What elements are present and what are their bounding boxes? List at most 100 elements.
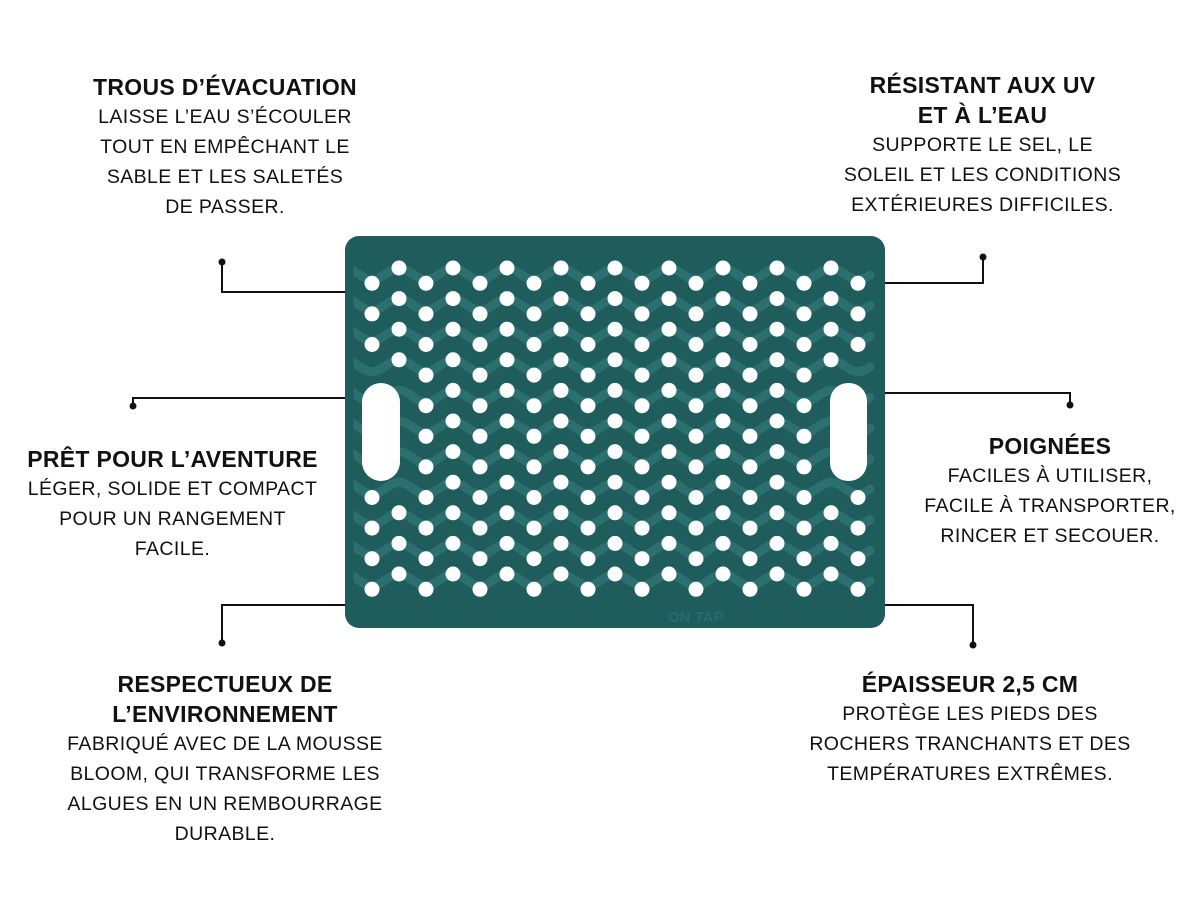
callout-drain-holes: TROUS D’ÉVACUATION LAISSE L’EAU S’ÉCOULE… <box>60 72 390 222</box>
drain-hole <box>445 291 461 307</box>
drain-hole <box>688 306 704 322</box>
drain-hole <box>634 459 650 475</box>
drain-hole <box>553 505 569 521</box>
drain-hole <box>364 490 380 505</box>
right-handle <box>830 383 867 481</box>
drain-hole <box>742 459 758 475</box>
drain-hole <box>634 551 650 567</box>
drain-hole <box>418 306 434 322</box>
drain-hole <box>445 352 461 368</box>
drain-hole <box>823 535 839 551</box>
drain-hole <box>526 459 542 475</box>
drain-hole <box>445 444 461 460</box>
drain-hole <box>472 459 488 475</box>
drain-hole <box>553 444 569 460</box>
leader-dot <box>979 253 987 261</box>
drain-hole <box>553 291 569 307</box>
drain-hole <box>742 490 758 505</box>
drain-hole <box>364 306 380 322</box>
drain-hole <box>499 505 515 521</box>
drain-hole <box>499 535 515 551</box>
drain-hole <box>850 581 866 597</box>
drain-hole <box>607 444 623 460</box>
drain-hole <box>796 490 812 505</box>
drain-hole <box>364 337 380 352</box>
drain-hole <box>499 321 515 337</box>
drain-hole <box>580 459 596 475</box>
drain-hole <box>553 352 569 368</box>
callout-line: DE PASSER. <box>165 196 285 218</box>
drain-hole <box>769 505 785 521</box>
drain-hole <box>445 321 461 337</box>
drain-hole <box>661 291 677 307</box>
drain-hole <box>742 337 758 352</box>
drain-hole <box>418 428 434 444</box>
callout-line: PROTÈGE LES PIEDS DES <box>842 703 1098 725</box>
callout-line: FABRIQUÉ AVEC DE LA MOUSSE <box>67 733 383 755</box>
drain-hole <box>796 459 812 475</box>
drain-hole <box>796 367 812 383</box>
leader-dot <box>218 639 226 647</box>
drain-hole <box>445 535 461 551</box>
left-handle <box>362 383 400 481</box>
callout-adventure: PRÊT POUR L’AVENTURE LÉGER, SOLIDE ET CO… <box>0 444 345 564</box>
drain-hole <box>688 581 704 597</box>
drain-hole <box>607 291 623 307</box>
drain-hole <box>715 474 731 490</box>
drain-hole <box>418 490 434 505</box>
drain-hole <box>688 490 704 505</box>
drain-hole <box>796 337 812 352</box>
callout-line: POUR UN RANGEMENT <box>59 508 286 530</box>
drain-hole <box>634 490 650 505</box>
leader-line-thickness <box>885 604 974 645</box>
drain-hole <box>472 337 488 352</box>
drain-hole <box>742 306 758 322</box>
drain-hole <box>364 520 380 536</box>
drain-hole <box>796 551 812 567</box>
drain-hole <box>445 260 461 276</box>
drain-hole <box>553 382 569 398</box>
drain-hole <box>418 581 434 597</box>
drain-hole <box>634 306 650 322</box>
drain-hole <box>661 260 677 276</box>
drain-hole <box>661 352 677 368</box>
drain-hole <box>850 337 866 352</box>
drain-hole <box>688 520 704 536</box>
drain-hole <box>391 566 407 582</box>
drain-hole <box>715 505 731 521</box>
drain-hole <box>742 428 758 444</box>
drain-hole <box>634 275 650 291</box>
drain-hole <box>769 566 785 582</box>
drain-hole <box>607 505 623 521</box>
drain-hole <box>823 505 839 521</box>
drain-hole <box>526 551 542 567</box>
drain-hole <box>742 551 758 567</box>
drain-hole <box>553 535 569 551</box>
drain-hole <box>418 337 434 352</box>
callout-line: SUPPORTE LE SEL, LE <box>872 134 1093 156</box>
drain-hole <box>580 398 596 414</box>
callout-title: RESPECTUEUX DE L’ENVIRONNEMENT <box>112 671 338 727</box>
leader-line-adventure <box>132 397 345 406</box>
drain-hole <box>634 367 650 383</box>
drain-hole <box>553 260 569 276</box>
drain-hole <box>391 260 407 276</box>
drain-hole <box>580 581 596 597</box>
callout-line: EXTÉRIEURES DIFFICILES. <box>851 194 1114 216</box>
drain-hole <box>796 275 812 291</box>
leader-dots <box>129 253 1074 649</box>
drain-hole <box>553 566 569 582</box>
drain-hole <box>850 490 866 505</box>
drain-hole <box>715 444 731 460</box>
drain-hole <box>472 275 488 291</box>
drain-hole <box>391 321 407 337</box>
drain-hole <box>688 551 704 567</box>
drain-hole <box>445 505 461 521</box>
drain-hole <box>580 306 596 322</box>
drain-hole <box>364 275 380 291</box>
drain-hole <box>607 474 623 490</box>
drain-hole <box>391 352 407 368</box>
drain-hole <box>580 337 596 352</box>
drain-hole <box>796 581 812 597</box>
